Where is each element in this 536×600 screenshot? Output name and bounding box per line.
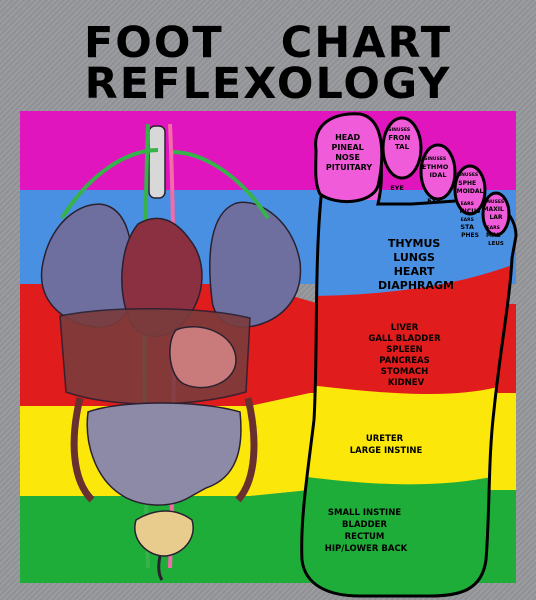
pelvis-zone-label: SMALL INSTINE BLADDER RECTUM HIP/LOWER B… [325, 508, 408, 554]
intestines [86, 402, 242, 506]
toes [314, 112, 511, 237]
foot-zone-lower-abdomen [301, 380, 516, 485]
abdomen-zone-label: LIVER GALL BLADDER SPLEEN PANCREAS STOMA… [368, 323, 443, 388]
eye-label-1: EYE [390, 184, 404, 192]
eye-label-2: EYE [427, 197, 441, 205]
ears-incus-label: EARS INCUS [460, 190, 481, 215]
fifth-toe-label: SINUSES MAXIL LAR [482, 188, 509, 221]
fifth-toe [481, 191, 511, 237]
ears-staphes-label: EARS STA PHES [460, 206, 479, 239]
foot-zone-chest [301, 196, 516, 298]
colon-right [235, 397, 258, 503]
third-toe [419, 143, 457, 201]
big-toe-label: HEAD PINEAL NOSE PITUITARY [326, 133, 373, 172]
fourth-toe-label: SINUSES SPHE MOIDAL [456, 161, 483, 195]
ears-malleus-label: EARS MAL LEUS [486, 214, 506, 247]
second-toe-label: SINUSES FRON TAL [388, 116, 416, 151]
chest-zone-label: THYMUS LUNGS HEART DIAPHRAGM [378, 237, 454, 292]
title-line-1: FOOT CHART [83, 18, 453, 68]
stomach [169, 326, 237, 389]
colon-left [70, 397, 95, 503]
lower-abdomen-zone-label: URETER LARGE INSTINE [350, 434, 423, 456]
second-toe [381, 116, 423, 180]
big-toe [314, 112, 384, 204]
title-line-2: REFLEXOLOGY [84, 59, 452, 109]
artery-right [171, 150, 270, 220]
third-toe-label: SINUSES ETHMO IDAL [422, 145, 454, 179]
foot-zone-pelvis [301, 470, 516, 596]
urethra [157, 555, 164, 581]
fourth-toe [453, 164, 487, 216]
foot-zone-abdomen [301, 262, 516, 396]
trachea [148, 125, 166, 199]
bladder [134, 510, 194, 557]
anatomy-illustration [40, 123, 302, 581]
foot-outline [300, 130, 518, 598]
